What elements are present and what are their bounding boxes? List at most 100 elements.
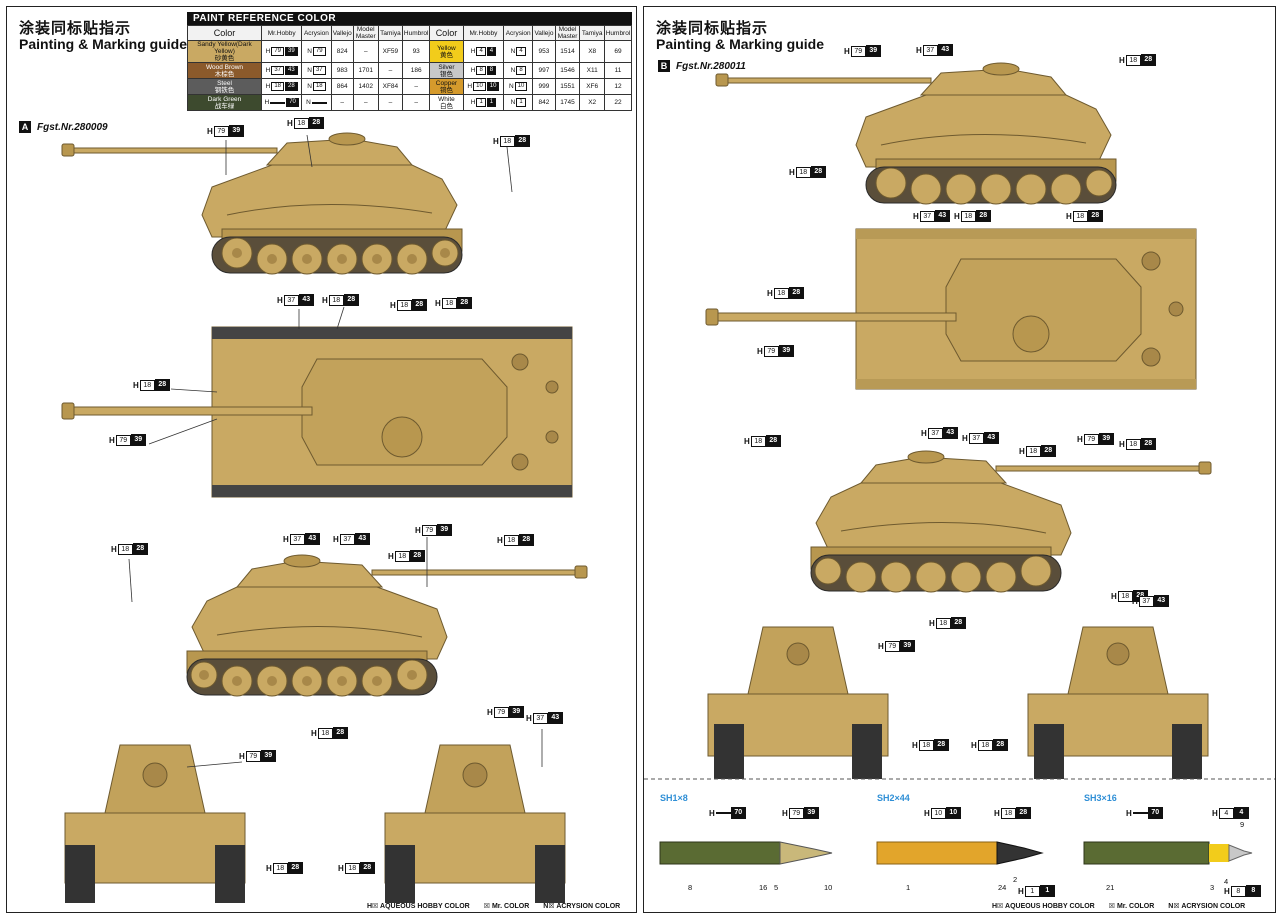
tank-drawings-b bbox=[644, 62, 1275, 865]
col-acrysion-2: Acrysion bbox=[503, 25, 534, 41]
shell2-part-24: 24 bbox=[998, 883, 1007, 892]
shell2-part-2: 2 bbox=[1013, 875, 1018, 884]
shell1-part-10: 10 bbox=[824, 883, 833, 892]
variant-name-b: Fgst.Nr.280011 bbox=[676, 60, 746, 72]
legend-acry-b: N☒ ACRYSION COLOR bbox=[1168, 903, 1246, 910]
col-tamiya: Tamiya bbox=[377, 25, 404, 41]
shell-label-sh1: SH1×8 bbox=[660, 793, 688, 803]
col-color-2: Color bbox=[429, 25, 464, 41]
shell3-part-3: 3 bbox=[1210, 883, 1215, 892]
title-english-b: Painting & Marking guide bbox=[656, 36, 825, 52]
variant-letter-b: B bbox=[658, 60, 670, 72]
paint-code: N bbox=[301, 94, 332, 111]
paint-code: 953 bbox=[532, 40, 556, 63]
legend-acry: N☒ ACRYSION COLOR bbox=[543, 903, 621, 910]
paint-table-column-headers: Color Mr.Hobby Acrysion Vallejo Model Ma… bbox=[187, 25, 632, 41]
paint-code: – bbox=[402, 94, 431, 111]
legend-mr: ☒ Mr. COLOR bbox=[483, 903, 530, 910]
shell-sh2 bbox=[876, 841, 1044, 865]
title-english: Painting & Marking guide bbox=[19, 36, 188, 52]
shell-label-sh2: SH2×44 bbox=[877, 793, 910, 803]
tank-drawings-a bbox=[61, 132, 588, 904]
paint-code: – bbox=[330, 94, 354, 111]
col-humbrol: Humbrol bbox=[402, 25, 431, 41]
legend-b: H☒ AQUEOUS HOBBY COLOR ☒ Mr. COLOR N☒ AC… bbox=[992, 902, 1245, 910]
shell3-part-4: 4 bbox=[1224, 877, 1229, 886]
legend-hobby: H☒ AQUEOUS HOBBY COLOR bbox=[367, 903, 470, 910]
title-chinese-b: 涂装同标贴指示 bbox=[656, 20, 769, 37]
variant-letter: A bbox=[19, 121, 31, 133]
color-swatch: Sandy Yellow(Dark Yellow)砂黄色 bbox=[187, 40, 262, 63]
variant-label: A Fgst.Nr.280009 bbox=[19, 121, 108, 133]
paint-table-header: PAINT REFERENCE COLOR bbox=[187, 12, 632, 25]
shell-sh1 bbox=[659, 841, 833, 865]
paint-table-grid: Color Mr.Hobby Acrysion Vallejo Model Ma… bbox=[187, 25, 632, 111]
legend-mr-b: ☒ Mr. COLOR bbox=[1108, 903, 1155, 910]
legend-a: H☒ AQUEOUS HOBBY COLOR ☒ Mr. COLOR N☒ AC… bbox=[367, 902, 620, 910]
shell3-part-21: 21 bbox=[1106, 883, 1115, 892]
shell1-part-8: 8 bbox=[688, 883, 693, 892]
paint-code: 864 bbox=[330, 78, 354, 95]
paint-reference-table: PAINT REFERENCE COLOR Color Mr.Hobby Acr… bbox=[187, 12, 632, 111]
paint-code: 842 bbox=[532, 94, 556, 111]
paint-code: 22 bbox=[604, 94, 632, 111]
shell2-part-1: 1 bbox=[906, 883, 911, 892]
col-tamiya-2: Tamiya bbox=[579, 25, 605, 41]
shell-sh3 bbox=[1083, 841, 1253, 865]
shell1-part-16: 16 bbox=[759, 883, 768, 892]
col-humbrol-2: Humbrol bbox=[604, 25, 632, 41]
variant-label-b: B Fgst.Nr.280011 bbox=[658, 60, 746, 72]
variant-name: Fgst.Nr.280009 bbox=[37, 121, 108, 133]
